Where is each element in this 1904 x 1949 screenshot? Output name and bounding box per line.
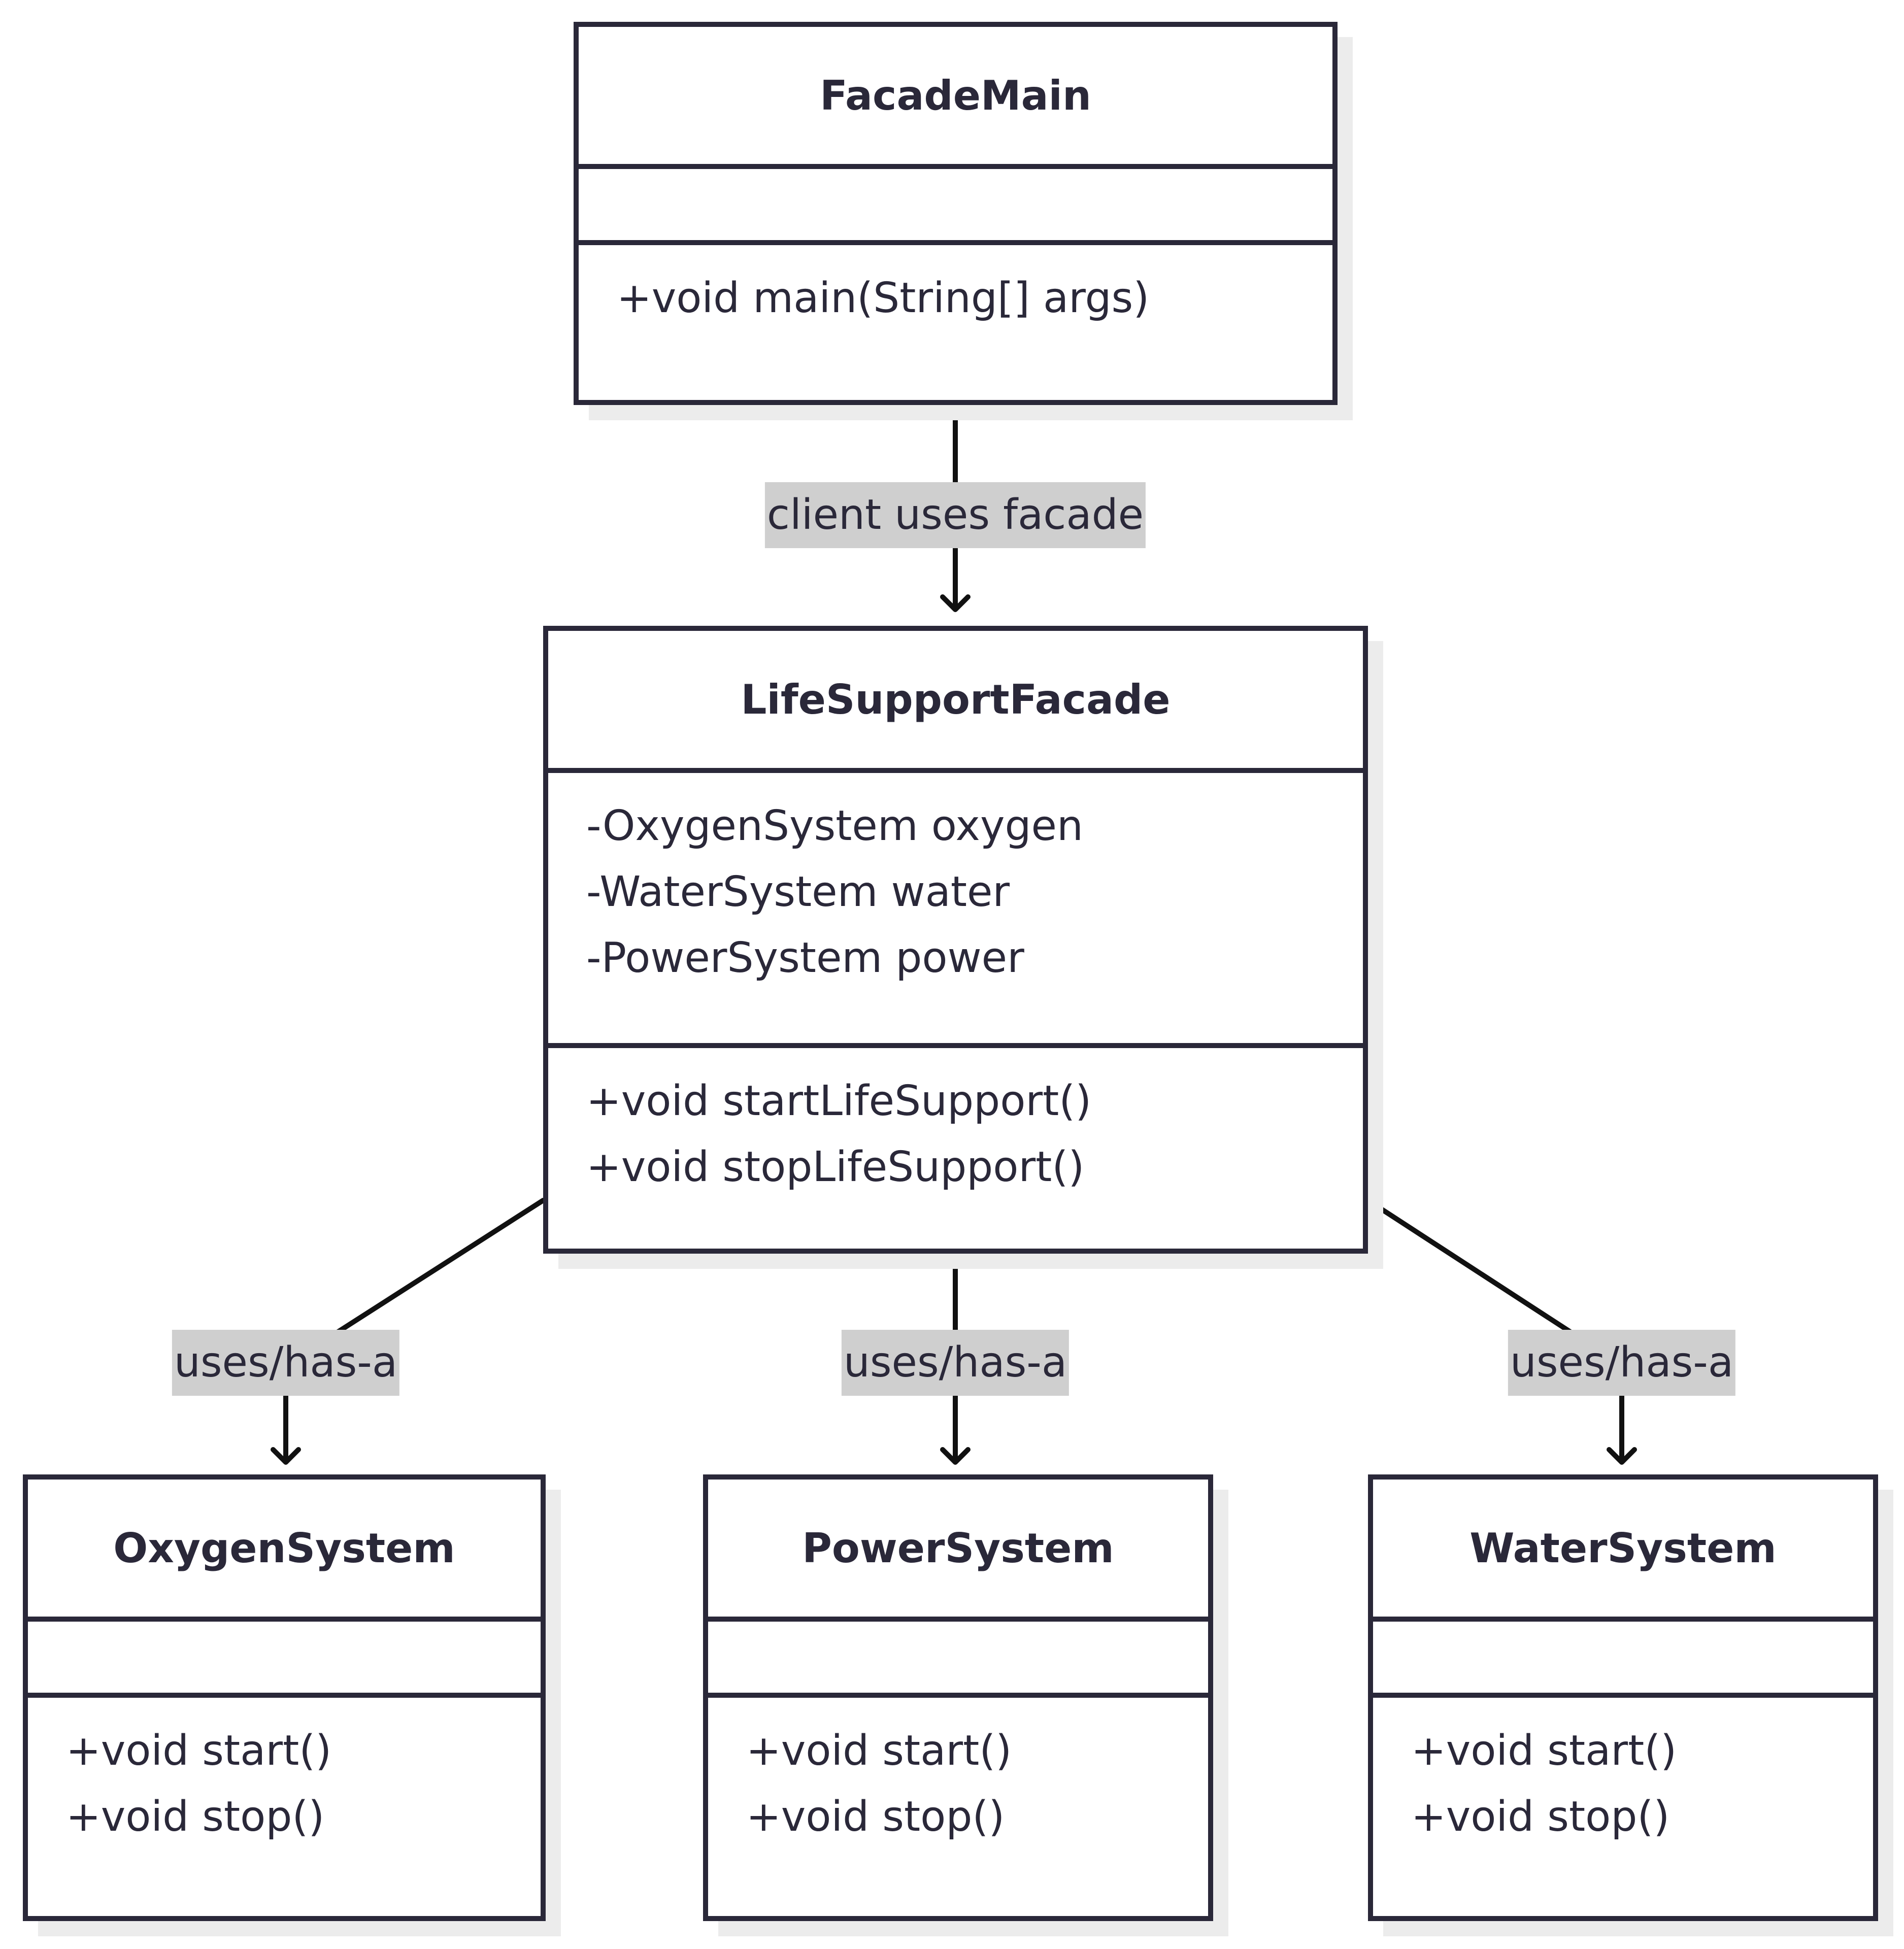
arrowhead-facade-to-oxygen [271,1447,301,1465]
method: +void start() [1411,1727,1677,1775]
edge-label-facade-to-power: uses/has-a [841,1330,1070,1396]
method: +void main(String[] args) [617,274,1150,322]
method: +void stop() [66,1793,325,1841]
methods-compartment: +void start() +void stop() [1373,1698,1873,1850]
method: +void stop() [1411,1793,1670,1841]
methods-compartment: +void startLifeSupport() +void stopLifeS… [548,1048,1363,1200]
attributes-compartment: -OxygenSystem oxygen -WaterSystem water … [548,773,1363,1048]
class-name: WaterSystem [1373,1480,1873,1622]
method: +void stop() [746,1793,1005,1841]
class-power-system[interactable]: PowerSystem +void start() +void stop() [703,1474,1213,1921]
edge-label-facade-to-oxygen: uses/has-a [172,1330,400,1396]
attribute: -OxygenSystem oxygen [586,802,1083,850]
class-life-support-facade[interactable]: LifeSupportFacade -OxygenSystem oxygen -… [543,626,1368,1254]
attributes-compartment [579,169,1332,245]
edge-label-facade-to-water: uses/has-a [1508,1330,1736,1396]
class-water-system[interactable]: WaterSystem +void start() +void stop() [1368,1474,1878,1921]
methods-compartment: +void start() +void stop() [708,1698,1208,1850]
class-name: FacadeMain [579,27,1332,169]
attributes-compartment [1373,1622,1873,1698]
method: +void stopLifeSupport() [586,1143,1085,1191]
class-name: OxygenSystem [28,1480,541,1622]
methods-compartment: +void main(String[] args) [579,245,1332,331]
class-name: PowerSystem [708,1480,1208,1622]
edge-label-main-to-facade: client uses facade [764,482,1146,548]
arrowhead-main-to-facade [940,594,971,612]
arrowhead-facade-to-power [940,1447,971,1465]
method: +void start() [746,1727,1012,1775]
methods-compartment: +void start() +void stop() [28,1698,541,1850]
method: +void start() [66,1727,332,1775]
method: +void startLifeSupport() [586,1077,1092,1125]
class-name: LifeSupportFacade [548,631,1363,773]
class-oxygen-system[interactable]: OxygenSystem +void start() +void stop() [23,1474,546,1921]
class-facade-main[interactable]: FacadeMain +void main(String[] args) [574,22,1338,405]
arrowhead-facade-to-water [1607,1447,1637,1465]
attributes-compartment [708,1622,1208,1698]
attributes-compartment [28,1622,541,1698]
attribute: -WaterSystem water [586,868,1010,916]
attribute: -PowerSystem power [586,934,1024,982]
